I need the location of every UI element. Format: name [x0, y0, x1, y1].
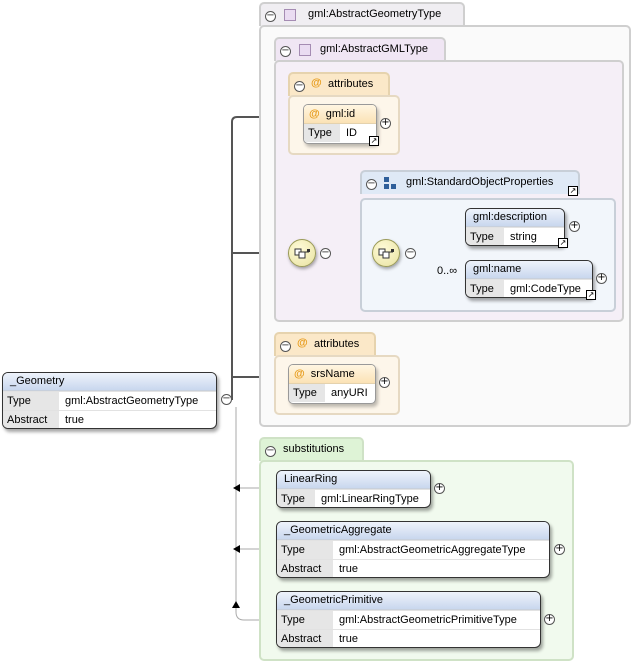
row-value: true: [65, 414, 84, 426]
element-gml-description[interactable]: gml:description Type string: [465, 208, 565, 246]
complex-type-icon: [284, 9, 296, 21]
attributes-label: attributes: [328, 78, 374, 90]
attribute-icon: @: [297, 337, 308, 349]
cardinality-label: 0..∞: [437, 265, 458, 277]
element-name: LinearRing: [277, 471, 430, 489]
standard-object-properties-title: gml:StandardObjectProperties: [406, 176, 554, 188]
element-name: _GeometricAggregate: [277, 522, 549, 540]
abstract-gml-type-tab[interactable]: − gml:AbstractGMLType: [274, 37, 446, 61]
attribute-srs-name[interactable]: @ srsName Type anyURI: [288, 364, 376, 404]
element-gml-name[interactable]: gml:name Type gml:CodeType: [465, 260, 593, 298]
element-name: _Geometry: [3, 373, 216, 391]
element-geometric-aggregate[interactable]: _GeometricAggregate Type gml:AbstractGeom…: [276, 521, 550, 578]
attributes-tab[interactable]: − @ attributes: [274, 332, 376, 356]
attributes-tab[interactable]: − @ attributes: [288, 72, 390, 96]
sequence-compositor-icon: [372, 239, 400, 267]
collapse-icon[interactable]: −: [221, 393, 232, 405]
collapse-icon[interactable]: −: [294, 80, 305, 92]
row-key: Abstract: [277, 560, 333, 577]
collapse-icon[interactable]: −: [366, 178, 377, 190]
type-value: string: [510, 231, 537, 243]
standard-object-properties-tab[interactable]: − gml:StandardObjectProperties ↗: [360, 170, 580, 196]
substitutions-tab[interactable]: − substitutions: [259, 437, 364, 461]
row-key: Type: [277, 541, 333, 559]
attribute-icon: @: [294, 368, 305, 380]
collapse-icon[interactable]: −: [280, 45, 291, 57]
row-key: Abstract: [277, 630, 333, 647]
row-value: gml:LinearRingType: [321, 493, 419, 505]
abstract-geometry-type-title: gml:AbstractGeometryType: [308, 8, 442, 20]
expand-icon[interactable]: +: [379, 376, 390, 388]
row-key: Type: [277, 490, 315, 507]
type-key: Type: [466, 228, 504, 245]
row-value: gml:AbstractGeometryType: [65, 395, 199, 407]
type-value: anyURI: [331, 387, 368, 399]
row-key: Type: [3, 392, 59, 410]
collapse-icon[interactable]: −: [280, 340, 291, 352]
link-icon[interactable]: ↗: [586, 290, 596, 300]
row-key: Type: [277, 611, 333, 629]
expand-icon[interactable]: +: [380, 117, 391, 129]
row-key: Abstract: [3, 411, 59, 428]
element-linear-ring[interactable]: LinearRing Type gml:LinearRingType: [276, 470, 431, 508]
row-value: gml:AbstractGeometricPrimitiveType: [339, 614, 517, 626]
attribute-name: srsName: [310, 368, 355, 380]
element-geometry[interactable]: _Geometry Type gml:AbstractGeometryType A…: [2, 372, 217, 429]
expand-icon[interactable]: +: [434, 482, 445, 494]
sequence-compositor-icon: [288, 239, 316, 267]
group-icon: [384, 177, 396, 189]
element-name: _GeometricPrimitive: [277, 592, 540, 610]
attribute-name: gml:id: [325, 108, 356, 120]
attribute-gml-id[interactable]: @ gml:id Type ID: [303, 104, 377, 144]
type-value: ID: [346, 127, 357, 139]
collapse-icon[interactable]: −: [265, 445, 276, 457]
element-name: gml:name: [466, 261, 592, 279]
expand-icon[interactable]: +: [596, 272, 607, 284]
row-value: true: [339, 633, 358, 645]
element-geometric-primitive[interactable]: _GeometricPrimitive Type gml:AbstractGeom…: [276, 591, 541, 648]
attributes-label: attributes: [314, 338, 360, 350]
substitutions-label: substitutions: [283, 443, 345, 455]
link-icon[interactable]: ↗: [558, 238, 568, 248]
expand-icon[interactable]: +: [544, 613, 555, 625]
complex-type-icon: [299, 44, 311, 56]
collapse-icon[interactable]: −: [405, 247, 416, 259]
attribute-icon: @: [311, 77, 322, 89]
link-icon[interactable]: ↗: [568, 186, 578, 196]
expand-icon[interactable]: +: [569, 220, 580, 232]
expand-icon[interactable]: +: [554, 543, 565, 555]
collapse-icon[interactable]: −: [265, 10, 276, 22]
type-value: gml:CodeType: [510, 283, 581, 295]
abstract-gml-type-title: gml:AbstractGMLType: [320, 43, 428, 55]
abstract-geometry-type-tab[interactable]: − gml:AbstractGeometryType: [259, 2, 465, 26]
element-name: gml:description: [466, 209, 564, 227]
collapse-icon[interactable]: −: [320, 247, 331, 259]
row-value: gml:AbstractGeometricAggregateType: [339, 544, 526, 556]
attribute-icon: @: [309, 108, 320, 120]
link-icon[interactable]: ↗: [369, 136, 379, 146]
type-key: Type: [289, 384, 325, 402]
type-key: Type: [466, 280, 504, 297]
type-key: Type: [304, 124, 340, 142]
row-value: true: [339, 563, 358, 575]
